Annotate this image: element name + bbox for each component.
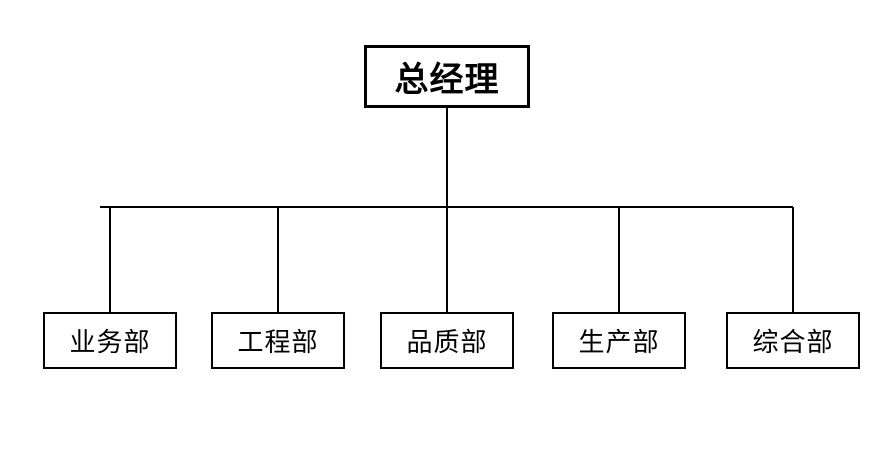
node-general-manager-label: 总经理 — [394, 60, 500, 100]
node-production-department-label: 生产部 — [578, 328, 660, 358]
node-general-manager[interactable]: 总经理 — [364, 45, 530, 108]
node-engineering-department-label: 工程部 — [237, 328, 319, 358]
node-engineering-department[interactable]: 工程部 — [211, 312, 345, 369]
node-business-department-label: 业务部 — [69, 328, 151, 358]
node-quality-department-label: 品质部 — [406, 328, 488, 358]
node-general-affairs-department-label: 综合部 — [752, 328, 834, 358]
node-general-affairs-department[interactable]: 综合部 — [726, 312, 860, 369]
node-production-department[interactable]: 生产部 — [552, 312, 686, 369]
node-business-department[interactable]: 业务部 — [43, 312, 177, 369]
node-quality-department[interactable]: 品质部 — [380, 312, 514, 369]
